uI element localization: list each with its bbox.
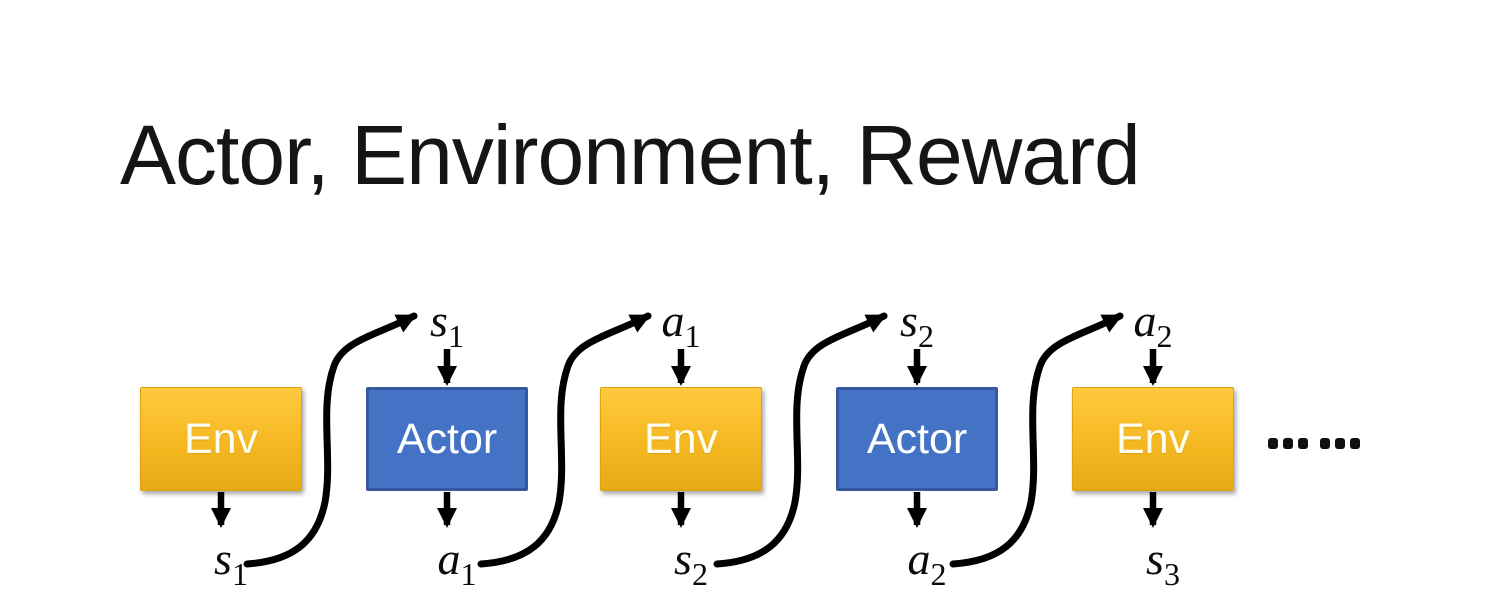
label-bottom-s3: s3	[1146, 533, 1180, 592]
env-box-2-label: Env	[643, 414, 719, 463]
env-box-2: Env	[600, 387, 762, 491]
actor-box-2-label: Actor	[866, 414, 968, 463]
ellipsis-dot	[1350, 438, 1360, 449]
label-top-s1: s1	[430, 295, 464, 354]
label-bottom-s2: s2	[674, 533, 708, 592]
env-box-3: Env	[1072, 387, 1234, 491]
actor-box-1: Actor	[366, 387, 528, 491]
ellipsis-dots	[1268, 438, 1365, 449]
actor-box-1-label: Actor	[396, 414, 498, 463]
ellipsis-dot	[1335, 438, 1345, 449]
env-box-1: Env	[140, 387, 302, 491]
label-top-a2: a2	[1133, 295, 1173, 354]
ellipsis-dot	[1268, 438, 1278, 449]
actor-box-2: Actor	[836, 387, 998, 491]
ellipsis-dot	[1283, 438, 1293, 449]
env-box-1-label: Env	[183, 414, 259, 463]
label-bottom-a2: a2	[907, 533, 947, 592]
ellipsis-dot	[1320, 438, 1330, 449]
env-box-3-label: Env	[1115, 414, 1191, 463]
label-bottom-s1: s1	[214, 533, 248, 592]
label-top-a1: a1	[661, 295, 701, 354]
label-top-s2: s2	[900, 295, 934, 354]
ellipsis-dot	[1298, 438, 1308, 449]
label-bottom-a1: a1	[437, 533, 477, 592]
slide-title: Actor, Environment, Reward	[120, 108, 1141, 202]
